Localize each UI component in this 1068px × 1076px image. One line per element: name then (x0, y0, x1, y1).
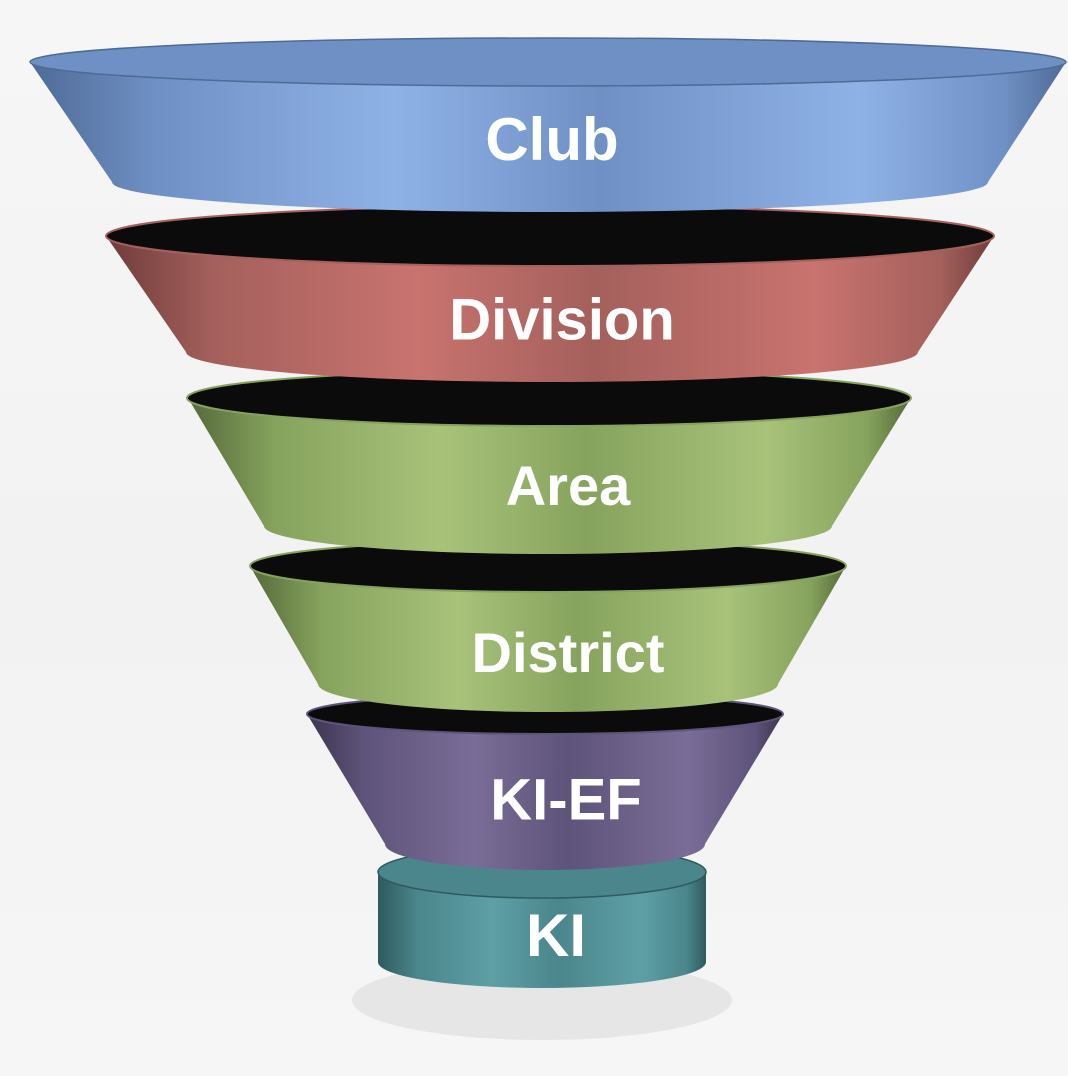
tier-body (307, 714, 783, 870)
tier-body (30, 62, 1066, 212)
tier-rim (105, 205, 995, 267)
tier-label-club: Club (485, 106, 618, 173)
tier-label-district: District (472, 621, 665, 684)
tier-label-ki: KI (526, 902, 586, 969)
funnel-tier-ki-ef: KI-EF (306, 693, 784, 870)
tier-rim (29, 37, 1067, 87)
tier-label-area: Area (506, 454, 631, 517)
funnel-tier-area: Area (186, 369, 912, 554)
funnel-tier-district: District (249, 539, 847, 712)
funnel-tiers: KI KI-EF District Area Division (29, 37, 1067, 988)
tier-body (188, 398, 911, 554)
funnel-tier-division: Division (105, 205, 995, 382)
tier-body (250, 566, 846, 712)
tier-label-division: Division (449, 287, 675, 352)
tier-body (378, 872, 706, 988)
funnel-tier-club: Club (29, 37, 1067, 212)
tier-label-ki-ef: KI-EF (490, 767, 641, 832)
tier-body (106, 236, 994, 382)
